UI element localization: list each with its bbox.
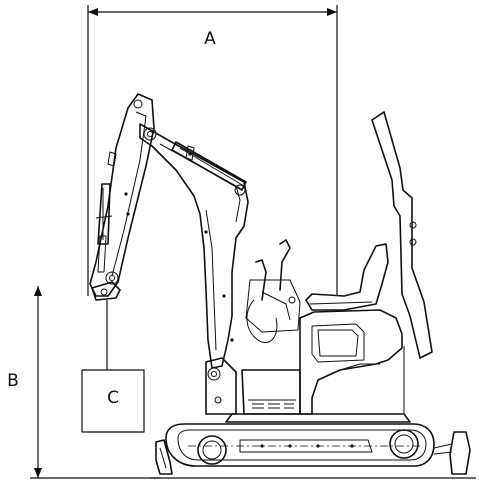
dimension-a-label: A — [204, 29, 216, 49]
dimension-b-label: B — [7, 371, 19, 391]
dozer-blade-front — [155, 439, 173, 475]
control-levers — [245, 239, 301, 343]
boom — [139, 123, 249, 369]
dozer-blade-rear — [433, 431, 471, 475]
swing-bracket — [205, 357, 237, 415]
rops-frame — [371, 111, 433, 359]
crawler-track — [165, 423, 435, 467]
boom-cylinder — [171, 141, 247, 191]
dipper-arm — [89, 93, 155, 297]
operator-seat — [305, 243, 389, 311]
cab-body — [225, 309, 411, 423]
bucket-link — [91, 281, 121, 301]
dimension-b: B — [7, 286, 160, 479]
load-box-c: C — [81, 300, 145, 433]
load-box-c-label: C — [107, 388, 119, 408]
dimension-a: A — [87, 5, 338, 296]
bucket-cylinder — [95, 183, 113, 273]
